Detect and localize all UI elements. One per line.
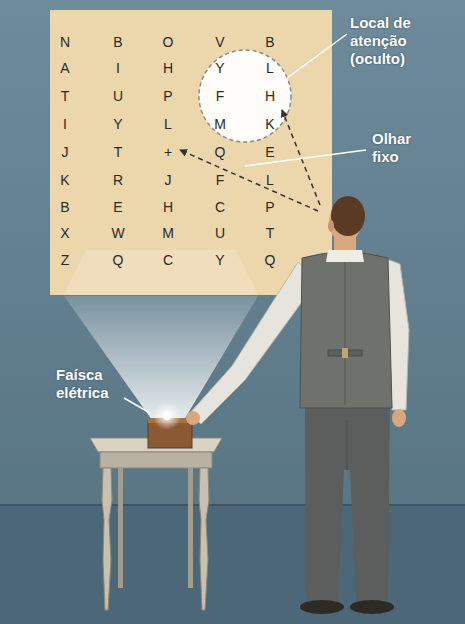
light-beam [64, 296, 258, 420]
grid-letter: C [163, 253, 173, 267]
hand [392, 409, 406, 427]
grid-letter: L [266, 61, 274, 75]
grid-letter: Y [215, 61, 224, 75]
grid-letter: E [265, 145, 274, 159]
trousers [305, 400, 390, 602]
leader-line [287, 34, 347, 78]
grid-letter: A [60, 61, 69, 75]
attention-circle [199, 50, 291, 142]
leader-line [124, 398, 150, 413]
grid-letter: Y [113, 117, 122, 131]
baseboard [0, 504, 465, 506]
grid-letter: M [214, 117, 226, 131]
grid-letter: + [164, 145, 172, 159]
leader-line [245, 150, 366, 166]
grid-letter: K [265, 117, 274, 131]
left-arm [189, 262, 318, 424]
grid-letter: L [266, 173, 274, 187]
grid-letter: B [265, 35, 274, 49]
grid-letter: P [163, 89, 172, 103]
grid-letter: N [60, 35, 70, 49]
grid-letter: Q [113, 253, 124, 267]
grid-letter: I [63, 117, 67, 131]
grid-letter: I [116, 61, 120, 75]
table-leg [118, 468, 123, 588]
callout-label: Faísca elétrica [56, 366, 128, 402]
grid-letter: Y [215, 253, 224, 267]
callout-label: Local de atenção (oculto) [350, 14, 442, 68]
grid-letter: J [62, 145, 69, 159]
shoe [300, 600, 344, 614]
callout-label: Olhar fixo [372, 130, 434, 166]
grid-letter: F [216, 89, 225, 103]
shoe [350, 600, 394, 614]
vest [300, 252, 392, 408]
grid-letter: R [113, 173, 123, 187]
grid-letter: B [113, 35, 122, 49]
table-apron [100, 452, 212, 468]
panel-light [64, 250, 258, 295]
grid-letter: E [113, 200, 122, 214]
grid-letter: X [60, 226, 69, 240]
grid-letter: Q [265, 253, 276, 267]
hair [331, 196, 365, 236]
grid-letter: P [265, 200, 274, 214]
vest-seam [345, 262, 346, 405]
grid-letter: B [60, 200, 69, 214]
grid-letter: M [162, 226, 174, 240]
floor [0, 505, 465, 624]
spark-glow [153, 402, 181, 430]
grid-letter: V [215, 35, 224, 49]
grid-letter: K [60, 173, 69, 187]
grid-letter: W [111, 226, 124, 240]
grid-letter: H [265, 89, 275, 103]
grid-letter: T [61, 89, 70, 103]
letter-panel [50, 10, 332, 295]
grid-letter: Q [215, 145, 226, 159]
vest-buckle [342, 348, 348, 358]
trouser-seam [347, 420, 348, 470]
ear [328, 220, 334, 232]
grid-letter: C [215, 200, 225, 214]
grid-letter: T [114, 145, 123, 159]
grid-letter: U [215, 226, 225, 240]
grid-letter: H [163, 200, 173, 214]
grid-letter: U [113, 89, 123, 103]
grid-letter: O [163, 35, 174, 49]
grid-letter: H [163, 61, 173, 75]
table-leg [199, 468, 209, 610]
grid-letter: Z [61, 253, 70, 267]
grid-letter: T [266, 226, 275, 240]
collar [326, 250, 364, 262]
table-leg [188, 468, 193, 588]
spark [163, 412, 171, 420]
grid-letter: L [164, 117, 172, 131]
grid-letter: J [165, 173, 172, 187]
hand [186, 411, 200, 425]
grid-letter: F [216, 173, 225, 187]
table-leg [102, 468, 112, 610]
